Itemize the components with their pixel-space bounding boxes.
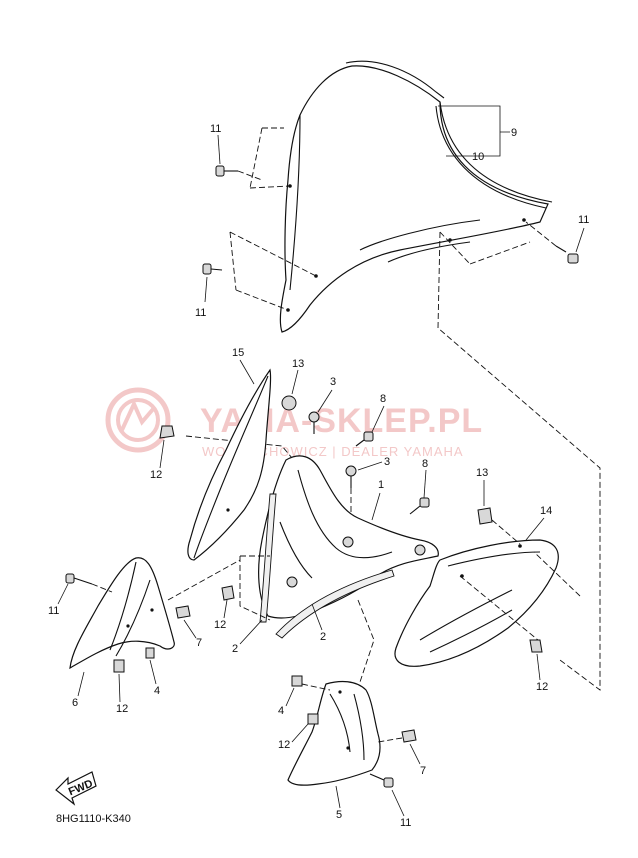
- nut-4-left: [145, 647, 155, 659]
- nut-12-top-left: [159, 425, 175, 439]
- callout-10: 10: [472, 151, 484, 163]
- bolt-11-lower: [369, 773, 394, 788]
- bolt-11-right: [525, 221, 579, 264]
- callout-13-a: 13: [292, 358, 304, 370]
- clip-7-left: [175, 605, 191, 619]
- bolt-8-b: [409, 497, 430, 515]
- nut-12-right: [529, 639, 543, 653]
- screw-3-a: [308, 411, 320, 434]
- watermark-subtitle: WOJCIECHOWICZ | DEALER YAMAHA: [202, 444, 464, 459]
- nut-12-lower-left: [113, 659, 125, 673]
- strip-2-b: [275, 569, 395, 639]
- callout-2-b: 2: [320, 631, 326, 643]
- callout-5: 5: [336, 809, 342, 821]
- callout-3-a: 3: [330, 376, 336, 388]
- cowling-1: [258, 455, 439, 619]
- bolt-11-left: [65, 573, 113, 593]
- callout-11-a: 11: [210, 123, 221, 135]
- bracket-6: [69, 557, 175, 670]
- side-panel-15: [187, 368, 272, 561]
- callout-8-a: 8: [380, 393, 386, 405]
- grommet-13-right: [477, 507, 493, 525]
- bolt-11-mid-left: [202, 263, 223, 275]
- nut-4-lower: [291, 675, 331, 691]
- yamaha-logo-icon: [105, 387, 171, 453]
- windscreen: [279, 60, 553, 333]
- strip-2-a: [259, 493, 277, 623]
- callout-7-b: 7: [420, 765, 426, 777]
- callout-2-a: 2: [232, 643, 238, 655]
- callout-11-c: 11: [578, 214, 589, 226]
- callout-12-b: 12: [214, 619, 226, 631]
- nut-12-lower: [307, 713, 319, 725]
- diagram-code: 8HG1110-K340: [56, 813, 131, 825]
- grommet-13-top: [281, 395, 297, 411]
- bolt-11-top-left: [215, 165, 263, 181]
- callout-3-b: 3: [384, 456, 390, 468]
- bracket-5: [287, 680, 381, 786]
- callout-8-b: 8: [422, 458, 428, 470]
- side-panel-14: [394, 539, 559, 667]
- callout-12-d: 12: [536, 681, 548, 693]
- clip-7-lower: [377, 729, 417, 743]
- callout-9: 9: [511, 127, 517, 139]
- callout-12-e: 12: [278, 739, 290, 751]
- callout-1: 1: [378, 479, 384, 491]
- callout-7-a: 7: [196, 637, 202, 649]
- callout-11-e: 11: [400, 817, 411, 829]
- nut-12-center: [221, 585, 235, 601]
- callout-6: 6: [72, 697, 78, 709]
- callout-11-d: 11: [48, 605, 59, 617]
- callout-14: 14: [540, 505, 552, 517]
- callout-11-b: 11: [195, 307, 206, 319]
- callout-15: 15: [232, 347, 244, 359]
- callout-4-b: 4: [278, 705, 284, 717]
- fwd-label: FWD: [67, 778, 95, 799]
- bolt-8-a: [355, 431, 374, 447]
- callout-4-a: 4: [154, 685, 160, 697]
- callout-13-b: 13: [476, 467, 488, 479]
- callout-12-a: 12: [150, 469, 162, 481]
- fwd-arrow-icon: FWD: [55, 771, 97, 806]
- callout-12-c: 12: [116, 703, 128, 715]
